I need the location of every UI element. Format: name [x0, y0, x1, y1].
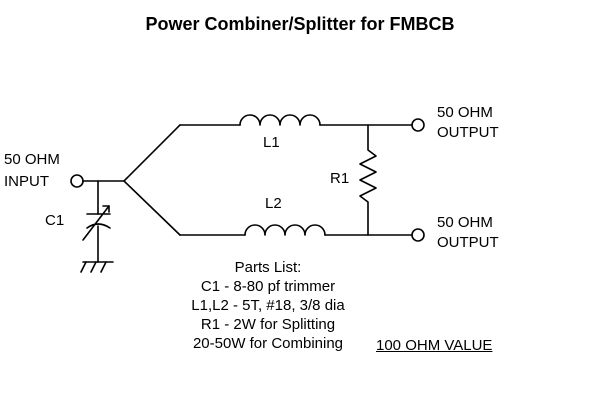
c1-trim-arrowhead: [102, 205, 110, 213]
output-top-label-line1: 50 OHM: [437, 104, 493, 121]
parts-list: Parts List: C1 - 8-80 pf trimmer L1,L2 -…: [163, 258, 373, 353]
parts-list-heading: Parts List:: [234, 259, 302, 276]
parts-list-item: C1 - 8-80 pf trimmer: [200, 278, 336, 295]
upper-branch-wire: [123, 124, 181, 182]
resistor-value-note: 100 OHM VALUE: [376, 337, 493, 354]
c1-trim-arrow: [82, 205, 110, 241]
output-top-label-line2: OUTPUT: [437, 124, 499, 141]
diagram-title: Power Combiner/Splitter for FMBCB: [145, 14, 455, 34]
inductor-l1: [239, 114, 321, 126]
lower-branch-wire: [123, 180, 181, 236]
output-top-terminal: [411, 118, 425, 132]
output-bottom-label-line1: 50 OHM: [437, 214, 493, 231]
ground-hatch-1: [80, 261, 87, 273]
r1-label: R1: [330, 170, 350, 187]
c1-label: C1: [45, 212, 65, 229]
input-label-line2: INPUT: [4, 173, 49, 190]
inductor-l2: [244, 224, 326, 236]
c1-plate-bottom: [86, 223, 111, 229]
l2-label: L2: [265, 195, 282, 212]
l1-label: L1: [263, 134, 280, 151]
input-label-line1: 50 OHM: [4, 151, 60, 168]
ground-hatch-2: [90, 261, 97, 273]
output-bottom-terminal: [411, 228, 425, 242]
parts-list-item: L1,L2 - 5T, #18, 3/8 dia: [191, 297, 345, 314]
parts-list-item: 20-50W for Combining: [192, 335, 344, 352]
parts-list-item: R1 - 2W for Splitting: [200, 316, 336, 333]
ground-hatch-3: [100, 261, 107, 273]
resistor-r1: [359, 124, 377, 236]
input-terminal: [70, 174, 84, 188]
output-bottom-label-line2: OUTPUT: [437, 234, 499, 251]
